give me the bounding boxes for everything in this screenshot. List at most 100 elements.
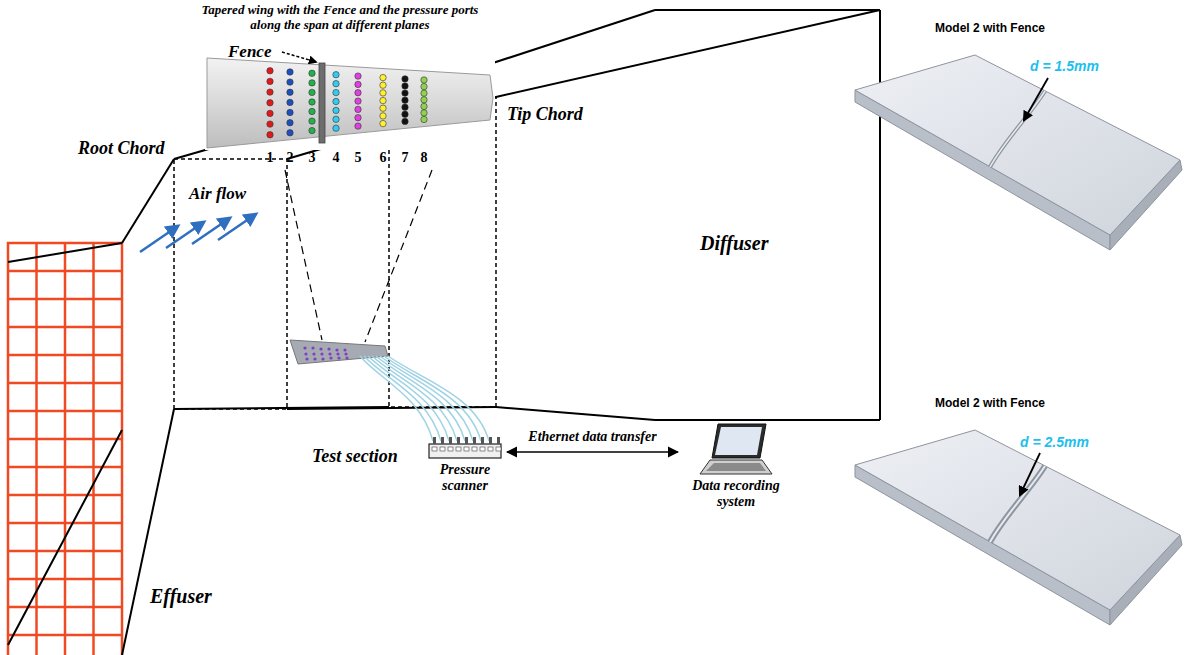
tunnel-outline	[8, 10, 880, 655]
pressure-port	[287, 109, 293, 115]
inset-wing	[205, 54, 495, 150]
pressure-port	[309, 89, 315, 95]
model-wing-1	[855, 55, 1182, 250]
pressure-port	[380, 82, 386, 88]
pressure-port	[267, 100, 273, 106]
section-label: Effuser	[150, 585, 212, 608]
pressure-port	[309, 99, 315, 105]
pressure-port	[287, 130, 293, 136]
model-title: Model 2 with Fence	[935, 397, 1045, 411]
edge-label: Ethernet data transfer	[526, 429, 658, 445]
pressure-port	[267, 121, 273, 127]
pressure-port	[333, 98, 339, 104]
node-label: Pressure scanner	[425, 462, 505, 494]
callout-number: 7	[399, 150, 411, 166]
pressure-port	[355, 106, 361, 112]
pressure-port	[380, 120, 386, 126]
callout-number: 4	[330, 150, 342, 166]
callout-number: 5	[352, 150, 364, 166]
pressure-port	[380, 113, 386, 119]
pressure-port	[421, 77, 427, 83]
laptop-icon	[696, 420, 776, 478]
pressure-port	[421, 83, 427, 89]
pressure-scanner-icon	[425, 432, 505, 462]
pressure-port	[333, 72, 339, 78]
pressure-port	[402, 90, 408, 96]
pressure-ports	[267, 68, 427, 138]
callout-number: 8	[418, 150, 430, 166]
pressure-port	[267, 89, 273, 95]
pressure-port	[402, 97, 408, 103]
airflow-arrows	[140, 214, 256, 252]
pressure-port	[421, 90, 427, 96]
callout-number: 6	[377, 150, 389, 166]
pressure-port	[421, 97, 427, 103]
pressure-port	[267, 78, 273, 84]
pressure-port	[287, 99, 293, 105]
pressure-port	[267, 68, 273, 74]
fence-leader	[282, 52, 316, 62]
dimension-label: d = 2.5mm	[1020, 434, 1089, 450]
section-label: Air flow	[189, 184, 246, 204]
pressure-port	[287, 120, 293, 126]
pressure-port	[402, 111, 408, 117]
node-label: Data recording system	[680, 478, 792, 510]
callout-number: 3	[306, 150, 318, 166]
pressure-port	[402, 83, 408, 89]
pressure-port	[421, 116, 427, 122]
data-recording-system: Data recording system	[680, 420, 792, 510]
pressure-port	[309, 80, 315, 86]
pressure-port	[333, 81, 339, 87]
pressure-port	[267, 132, 273, 138]
dimension-arrow	[1024, 78, 1048, 120]
pressure-port	[309, 127, 315, 133]
pressure-port	[355, 115, 361, 121]
callout-number: 2	[284, 150, 296, 166]
pressure-tubes	[360, 356, 489, 441]
model-title: Model 2 with Fence	[935, 22, 1045, 36]
part-label: Fence	[228, 42, 271, 62]
pressure-port	[380, 90, 386, 96]
pressure-port	[421, 110, 427, 116]
inset-caption: Tapered wing with the Fence and the pres…	[195, 2, 485, 32]
pressure-port	[287, 79, 293, 85]
section-label: Diffuser	[700, 232, 769, 255]
pressure-port	[355, 90, 361, 96]
part-label: Root Chord	[78, 138, 165, 159]
pressure-port	[355, 123, 361, 129]
pressure-port	[380, 105, 386, 111]
pressure-port	[333, 116, 339, 122]
pressure-port	[402, 104, 408, 110]
pressure-port	[402, 76, 408, 82]
pressure-port	[380, 97, 386, 103]
pressure-port	[287, 69, 293, 75]
fence-bar	[319, 63, 325, 143]
pressure-port	[309, 108, 315, 114]
pressure-port	[355, 81, 361, 87]
pressure-port	[267, 110, 273, 116]
pressure-port	[333, 89, 339, 95]
pressure-port	[380, 74, 386, 80]
pressure-port	[333, 107, 339, 113]
pressure-scanner: Pressure scanner	[425, 432, 505, 494]
dimension-label: d = 1.5mm	[1030, 58, 1099, 74]
pressure-port	[355, 98, 361, 104]
effuser-grid	[8, 243, 122, 655]
pressure-port	[355, 73, 361, 79]
zoom-lines	[285, 170, 432, 342]
data-link-arrow	[507, 451, 678, 453]
callout-number: 1	[264, 150, 276, 166]
pressure-port	[287, 89, 293, 95]
pressure-port	[309, 70, 315, 76]
part-label: Tip Chord	[505, 104, 585, 125]
pressure-port	[309, 118, 315, 124]
dimension-arrow	[1020, 453, 1040, 495]
pressure-port	[333, 125, 339, 131]
pressure-port	[402, 118, 408, 124]
pressure-port	[421, 103, 427, 109]
section-label: Test section	[312, 446, 398, 467]
model-wing-2	[855, 430, 1182, 625]
